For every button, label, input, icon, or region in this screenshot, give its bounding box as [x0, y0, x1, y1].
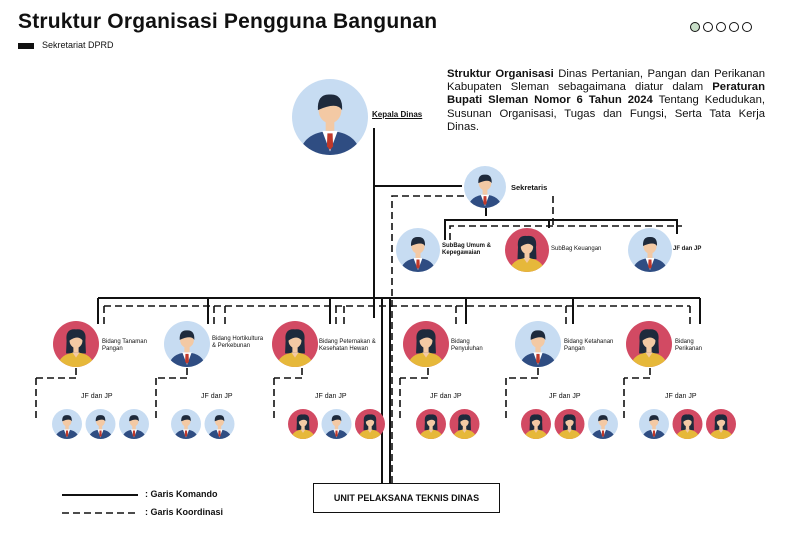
bidang-perikanan-label: Bidang Perikanan	[675, 339, 703, 352]
dot-icon	[690, 22, 700, 32]
coordination-line	[391, 195, 486, 487]
staff-avatar	[355, 409, 385, 439]
description-part-2: Dinas Pertanian, Pangan dan Perikanan Ka…	[447, 68, 765, 94]
staff-avatar	[588, 409, 618, 439]
bidang-avatar	[626, 321, 672, 367]
staff-avatar	[554, 409, 585, 439]
bidang-peternakan-label: Bidang Peternakan & Kesehatan Hewan	[319, 339, 376, 352]
dot-icon	[729, 22, 739, 32]
bidang-avatar	[515, 321, 561, 367]
jf-label-2: JF dan JP	[315, 393, 347, 400]
kepala-dinas-label: Kepala Dinas	[372, 110, 423, 119]
description-bold-2: Peraturan Bupati Sleman Nomor 6 Tahun 20…	[447, 81, 765, 107]
jf-label-3: JF dan JP	[430, 393, 462, 400]
bidang-avatar	[53, 321, 99, 367]
staff-avatar	[416, 409, 446, 439]
subbag-jf-label: JF dan JP	[673, 246, 702, 252]
staff-avatar	[171, 409, 201, 439]
jf-label-4: JF dan JP	[549, 393, 581, 400]
legend-komando-label: : Garis Komando	[145, 489, 218, 499]
subbag-avatar	[628, 228, 672, 272]
subtitle-marker	[18, 43, 34, 49]
staff-avatar	[85, 409, 116, 439]
command-line	[444, 219, 678, 240]
bidang-ketahanan-pangan-label: Bidang Ketahanan Pangan	[564, 339, 614, 352]
staff-avatar	[119, 409, 149, 439]
staff-avatar	[639, 409, 669, 439]
subbag-avatar	[505, 228, 549, 272]
legend-koordinasi-label: : Garis Koordinasi	[145, 507, 224, 517]
dot-icon	[742, 22, 752, 32]
subbag-keuangan-label: SubBag Keuangan	[551, 246, 602, 252]
jf-label-1: JF dan JP	[201, 393, 233, 400]
jf-label-5: JF dan JP	[665, 393, 697, 400]
staff-avatar	[52, 409, 82, 439]
bidang-avatar	[272, 321, 318, 367]
bidang-avatar	[403, 321, 449, 367]
staff-avatar	[521, 409, 551, 439]
staff-avatar	[321, 409, 352, 439]
upt-label: UNIT PELAKSANA TEKNIS DINAS	[333, 493, 480, 503]
dot-icon	[703, 22, 713, 32]
staff-avatar	[672, 409, 703, 439]
staff-avatar	[204, 409, 235, 439]
decorative-dots	[690, 22, 752, 32]
subbag-umum-label: SubBag Umum & Kepegawaian	[442, 243, 492, 256]
bidang-hortikultura-label: Bidang Hortikultura & Perkebunan	[212, 336, 264, 349]
sekretaris-label: Sekretaris	[511, 183, 548, 192]
upt-box: UNIT PELAKSANA TEKNIS DINAS	[313, 483, 500, 513]
kepala-dinas-avatar	[292, 79, 368, 155]
description-bold-1: Struktur Organisasi	[447, 68, 554, 80]
subbag-avatar	[396, 228, 440, 272]
dot-icon	[716, 22, 726, 32]
sekretaris-avatar	[464, 166, 506, 208]
jf-label-0: JF dan JP	[81, 393, 113, 400]
page-title: Struktur Organisasi Pengguna Bangunan	[18, 10, 438, 33]
staff-avatar	[288, 409, 318, 439]
bidang-penyuluhan-label: Bidang Penyuluhan	[451, 339, 483, 352]
bidang-avatar	[164, 321, 210, 367]
description-part-4: Tentang Kedudukan, Susunan Organisasi, T…	[447, 94, 765, 133]
bidang-tanaman-pangan-label: Bidang Tanaman Pangan	[102, 339, 147, 352]
description-text: Struktur Organisasi Dinas Pertanian, Pan…	[447, 68, 765, 134]
staff-avatar	[449, 409, 480, 439]
coordination-line	[449, 225, 682, 240]
staff-avatar	[706, 409, 736, 439]
page-subtitle: Sekretariat DPRD	[42, 40, 114, 50]
